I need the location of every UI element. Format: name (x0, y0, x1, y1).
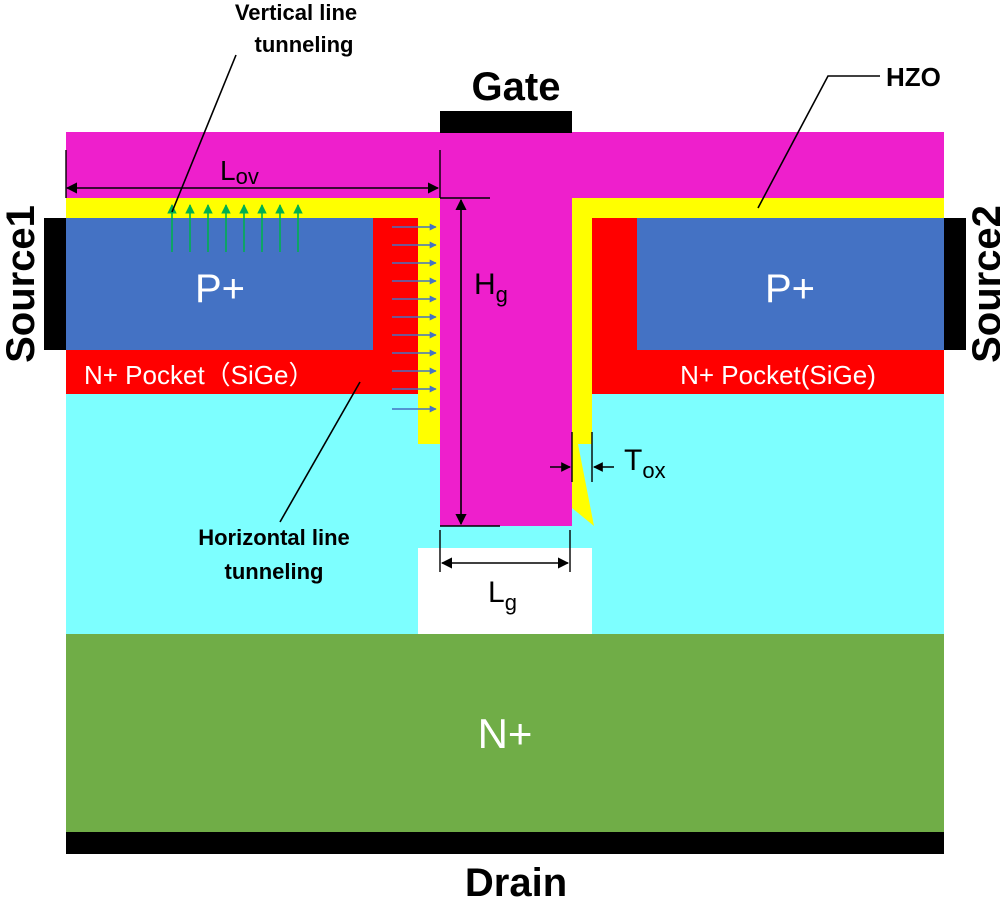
gate-metal (66, 132, 944, 526)
p-plus-left-region (66, 218, 373, 350)
tox-label: Tox (624, 444, 666, 483)
source2-label: Source2 (965, 205, 1000, 363)
source1-contact (44, 218, 66, 350)
source2-contact (944, 218, 966, 350)
vertical-tunneling-label-line2: tunneling (255, 32, 354, 57)
drain-contact (66, 832, 944, 854)
gate-contact (440, 111, 572, 133)
source1-label: Source1 (0, 205, 43, 363)
drain-label: Drain (465, 861, 567, 898)
vertical-tunneling-leader (171, 54, 237, 213)
lov-label: Lov (220, 155, 259, 189)
hzo-leader (757, 75, 880, 209)
p-plus-right-label: P+ (765, 267, 815, 311)
n-pocket-right-label: N+ Pocket(SiGe) (680, 360, 876, 390)
horizontal-tunneling-leader (279, 381, 361, 523)
n-pocket-left-label: N+ Pocket（SiGe） (84, 360, 314, 390)
n-pocket-right-vertical (592, 218, 637, 394)
p-plus-left-label: P+ (195, 267, 245, 311)
n-pocket-left-vertical (373, 218, 418, 394)
lg-label: Lg (488, 576, 517, 615)
gate-label: Gate (472, 65, 561, 109)
vertical-tunneling-label-line1: Vertical line (235, 0, 357, 25)
n-pocket-right (592, 350, 944, 394)
horizontal-tunneling-label-line1: Horizontal line (198, 525, 350, 550)
vertical-tunneling-arrows (167, 204, 303, 252)
hzo-label: HZO (886, 62, 941, 92)
horizontal-tunneling-label-line2: tunneling (225, 559, 324, 584)
horizontal-tunneling-arrows (392, 223, 437, 413)
p-plus-right-region (637, 218, 944, 350)
n-plus-drain-region (66, 634, 944, 832)
hg-label: Hg (474, 268, 508, 307)
n-pocket-left (66, 350, 418, 394)
n-plus-drain-label: N+ (478, 710, 533, 757)
